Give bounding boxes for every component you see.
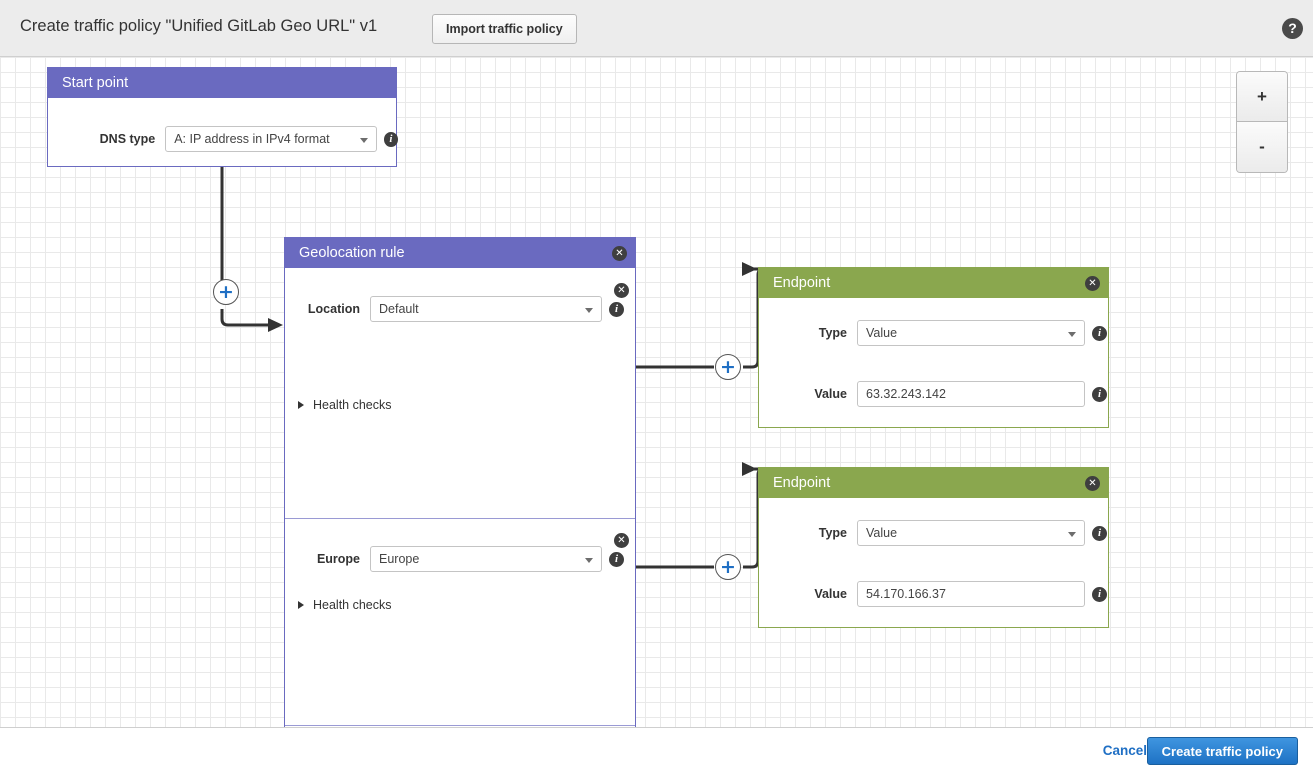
add-geo-location-button[interactable]: + Add another geo location <box>285 725 635 727</box>
endpoint-2-value-input[interactable]: 54.170.166.37 <box>857 581 1085 607</box>
endpoint-1-value-text: 63.32.243.142 <box>866 387 946 401</box>
import-traffic-policy-button[interactable]: Import traffic policy <box>432 14 577 44</box>
endpoint-2-type-info-icon[interactable]: i <box>1092 525 1107 541</box>
endpoint-2-value-info-icon[interactable]: i <box>1092 586 1107 602</box>
location-1-info-icon[interactable]: i <box>609 301 624 317</box>
chevron-down-icon <box>585 308 593 313</box>
endpoint-2-value-label: Value <box>814 587 847 601</box>
endpoint-1-value-row: Value 63.32.243.142 i <box>759 381 1110 407</box>
help-icon[interactable]: ? <box>1282 18 1303 39</box>
endpoint-2-type-select[interactable]: Value <box>857 520 1085 546</box>
close-icon[interactable]: ✕ <box>612 246 627 261</box>
geolocation-rule-title: Geolocation rule <box>299 245 405 261</box>
location-2-select[interactable]: Europe <box>370 546 602 572</box>
endpoint-2-header: Endpoint ✕ <box>759 468 1108 498</box>
location-divider <box>285 518 635 519</box>
dns-type-info-icon[interactable]: i <box>383 131 398 147</box>
endpoint-1-node[interactable]: Endpoint ✕ Type Value i Value 63.32.243.… <box>758 267 1109 428</box>
endpoint-1-type-value: Value <box>866 326 898 340</box>
location-1-row: Location Default i <box>285 296 637 322</box>
endpoint-2-title: Endpoint <box>773 475 831 491</box>
remove-location-2-icon[interactable]: ✕ <box>614 530 629 548</box>
chevron-down-icon <box>1068 332 1076 337</box>
chevron-down-icon <box>585 558 593 563</box>
endpoint-2-value-row: Value 54.170.166.37 i <box>759 581 1110 607</box>
close-icon[interactable]: ✕ <box>614 533 629 548</box>
endpoint-1-type-label: Type <box>818 326 847 340</box>
geolocation-rule-header: Geolocation rule ✕ <box>285 238 635 268</box>
add-node-after-start-point[interactable]: + <box>213 279 239 305</box>
top-header-bar: Create traffic policy "Unified GitLab Ge… <box>0 0 1313 57</box>
endpoint-1-header: Endpoint ✕ <box>759 268 1108 298</box>
start-point-title: Start point <box>62 75 129 91</box>
endpoint-2-value-text: 54.170.166.37 <box>866 587 946 601</box>
health-checks-1-label: Health checks <box>313 398 392 412</box>
dns-type-select[interactable]: A: IP address in IPv4 format <box>165 126 377 152</box>
create-traffic-policy-button[interactable]: Create traffic policy <box>1146 737 1298 765</box>
start-point-node[interactable]: Start point DNS type A: IP address in IP… <box>47 67 398 167</box>
endpoint-2-type-row: Type Value i <box>759 520 1110 546</box>
geolocation-rule-node[interactable]: Geolocation rule ✕ ✕ Location Default i … <box>284 237 636 727</box>
endpoint-1-title: Endpoint <box>773 275 831 291</box>
chevron-down-icon <box>359 138 368 143</box>
health-checks-1-toggle[interactable]: Health checks <box>298 398 392 412</box>
zoom-in-button[interactable]: + <box>1237 72 1287 122</box>
location-1-select[interactable]: Default <box>370 296 602 322</box>
bottom-action-bar: Cancel Create traffic policy <box>0 727 1313 770</box>
cancel-button[interactable]: Cancel <box>1102 743 1147 758</box>
chevron-down-icon <box>1068 532 1076 537</box>
location-1-value: Default <box>379 302 419 316</box>
start-point-header: Start point <box>48 68 396 98</box>
location-2-label: Europe <box>316 552 360 566</box>
health-checks-2-toggle[interactable]: Health checks <box>298 598 392 612</box>
endpoint-2-type-value: Value <box>866 526 898 540</box>
endpoint-1-value-label: Value <box>814 387 847 401</box>
remove-location-1-icon[interactable]: ✕ <box>614 280 629 298</box>
health-checks-2-label: Health checks <box>313 598 392 612</box>
location-2-row: Europe Europe i <box>285 546 637 572</box>
location-1-label: Location <box>307 302 360 316</box>
endpoint-1-type-select[interactable]: Value <box>857 320 1085 346</box>
zoom-controls: + - <box>1236 71 1288 173</box>
endpoint-1-type-row: Type Value i <box>759 320 1110 346</box>
endpoint-1-value-info-icon[interactable]: i <box>1092 386 1107 402</box>
add-node-before-endpoint-1[interactable]: + <box>715 354 741 380</box>
dns-type-row: DNS type A: IP address in IPv4 format i <box>48 126 398 152</box>
chevron-right-icon <box>298 601 304 609</box>
location-2-value: Europe <box>379 552 420 566</box>
dns-type-label: DNS type <box>99 132 156 146</box>
close-icon[interactable]: ✕ <box>1085 276 1100 291</box>
dns-type-value: A: IP address in IPv4 format <box>174 132 330 146</box>
location-2-info-icon[interactable]: i <box>609 551 624 567</box>
endpoint-2-type-label: Type <box>818 526 847 540</box>
page-title: Create traffic policy "Unified GitLab Ge… <box>20 17 378 35</box>
zoom-out-button[interactable]: - <box>1237 122 1287 172</box>
endpoint-2-node[interactable]: Endpoint ✕ Type Value i Value 54.170.166… <box>758 467 1109 628</box>
endpoint-1-type-info-icon[interactable]: i <box>1092 325 1107 341</box>
endpoint-1-value-input[interactable]: 63.32.243.142 <box>857 381 1085 407</box>
close-icon[interactable]: ✕ <box>1085 476 1100 491</box>
chevron-right-icon <box>298 401 304 409</box>
close-icon[interactable]: ✕ <box>614 283 629 298</box>
add-node-before-endpoint-2[interactable]: + <box>715 554 741 580</box>
policy-canvas[interactable]: + + + Start point DNS type A: IP address… <box>0 57 1313 727</box>
